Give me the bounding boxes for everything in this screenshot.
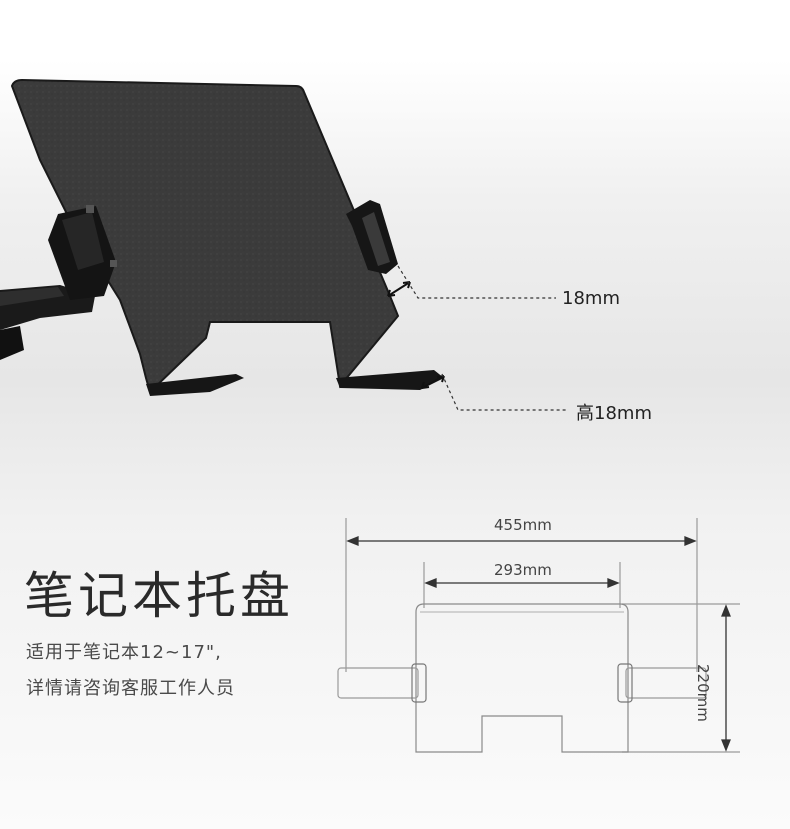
clip-thickness-label: 18mm [562, 288, 620, 309]
clip-thickness-arrow [387, 281, 411, 297]
left-clamp [48, 205, 117, 300]
drawing-plate [415, 603, 629, 753]
dimension-arrows [346, 536, 731, 752]
clip-thickness-leader [397, 265, 556, 299]
inner-width-label: 293mm [494, 561, 552, 579]
dimension-drawing [337, 518, 740, 753]
height-label: 220mm [694, 664, 712, 722]
right-clip [346, 200, 398, 274]
lip-height-arrow [421, 375, 445, 389]
drawing-rail-left [337, 667, 419, 699]
product-title: 笔记本托盘 [24, 567, 294, 625]
lip-right [336, 370, 444, 390]
product-desc-line2: 详情请咨询客服工作人员 [26, 678, 235, 699]
outer-width-label: 455mm [494, 516, 552, 534]
lip-left [146, 374, 244, 396]
product-desc-line1: 适用于笔记本12~17", [26, 642, 222, 663]
lip-height-leader [441, 373, 568, 411]
lip-height-label: 高18mm [576, 403, 652, 424]
drawing-rail-right [625, 667, 707, 699]
